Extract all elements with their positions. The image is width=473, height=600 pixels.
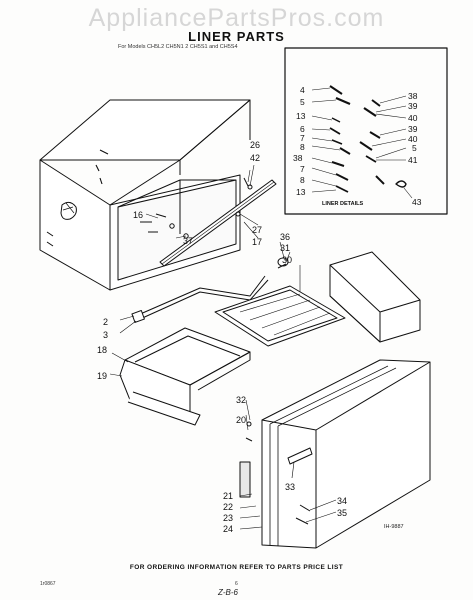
inset-callout: 40 bbox=[408, 113, 418, 123]
inset-callout: 6 bbox=[300, 124, 305, 134]
crisper-cover-panel bbox=[329, 251, 421, 343]
inset-callout: 8 bbox=[300, 175, 305, 185]
inset-callout: 38 bbox=[408, 91, 418, 101]
liner-details-label: LINER DETAILS bbox=[322, 201, 364, 207]
inset-callout: 5 bbox=[412, 143, 417, 153]
callout: 27 bbox=[252, 225, 262, 235]
breaker-strip bbox=[159, 177, 277, 267]
callout: 26 bbox=[250, 140, 260, 150]
inset-callout: 8 bbox=[300, 142, 305, 152]
callout: 32 bbox=[236, 395, 246, 405]
callout: 37 bbox=[183, 236, 193, 246]
inset-callout: 39 bbox=[408, 101, 418, 111]
callout: 30 bbox=[282, 255, 292, 265]
callout: 18 bbox=[97, 345, 107, 355]
inset-callout-labels: 4 5 13 6 7 8 38 7 8 13 38 39 40 39 40 5 … bbox=[293, 85, 422, 207]
callout: 2 bbox=[103, 317, 108, 327]
callout: 35 bbox=[337, 508, 347, 518]
callout-labels: 26 42 16 37 27 17 36 31 30 2 3 18 19 32 … bbox=[97, 140, 347, 534]
liner-cabinet bbox=[39, 99, 251, 291]
inset-callout: 13 bbox=[296, 111, 306, 121]
callout: 24 bbox=[223, 524, 233, 534]
callout: 20 bbox=[236, 415, 246, 425]
inset-callout: 39 bbox=[408, 124, 418, 134]
document-code: 1r0867 bbox=[40, 581, 56, 587]
ordering-footer-note: FOR ORDERING INFORMATION REFER TO PARTS … bbox=[129, 564, 344, 571]
door-assembly bbox=[239, 359, 431, 549]
inset-callout: 13 bbox=[296, 187, 306, 197]
page-title: LINER PARTS bbox=[188, 29, 285, 44]
page-number: Z-B-6 bbox=[218, 588, 238, 597]
callout: 22 bbox=[223, 502, 233, 512]
inset-callout: 4 bbox=[300, 85, 305, 95]
callout: 16 bbox=[133, 210, 143, 220]
inset-callout: 7 bbox=[300, 133, 305, 143]
callout: 3 bbox=[103, 330, 108, 340]
inset-callout: 5 bbox=[300, 97, 305, 107]
callout: 17 bbox=[252, 237, 262, 247]
inset-leaders bbox=[311, 87, 413, 199]
callout: 31 bbox=[280, 243, 290, 253]
page-mark: 6 bbox=[235, 581, 238, 587]
inset-callout: 7 bbox=[300, 164, 305, 174]
callout: 42 bbox=[250, 153, 260, 163]
liner-details-inset-frame bbox=[284, 47, 448, 215]
watermark: AppliancePartsPros.com bbox=[88, 4, 385, 32]
leader-lines bbox=[109, 164, 337, 530]
illustration-reference-code: IH-9887 bbox=[384, 524, 404, 530]
shelf-frame bbox=[119, 327, 251, 426]
inset-callout: 38 bbox=[293, 153, 303, 163]
inset-callout: 41 bbox=[408, 155, 418, 165]
callout: 33 bbox=[285, 482, 295, 492]
inset-callout: 40 bbox=[408, 134, 418, 144]
callout: 23 bbox=[223, 513, 233, 523]
model-subtitle: For Models CH5L2 CH5N1 2 CH5S1 and CH5S4 bbox=[118, 44, 238, 50]
crisper-tray bbox=[214, 285, 346, 347]
inset-hardware bbox=[329, 85, 407, 193]
callout: 21 bbox=[223, 491, 233, 501]
callout: 19 bbox=[97, 371, 107, 381]
inset-callout: 43 bbox=[412, 197, 422, 207]
callout: 36 bbox=[280, 232, 290, 242]
drain-rod bbox=[131, 257, 289, 323]
callout: 34 bbox=[337, 496, 347, 506]
